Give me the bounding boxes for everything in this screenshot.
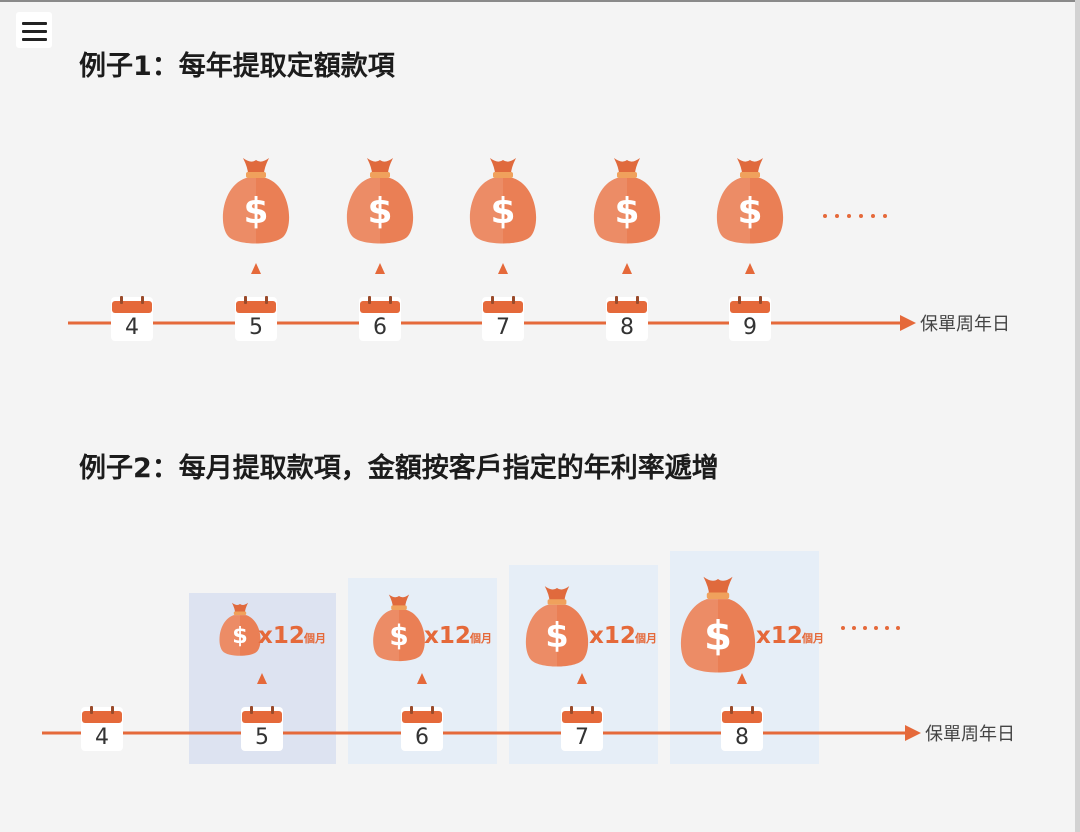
calendar-year-label: 8 — [735, 725, 749, 750]
example1-timeline-diagram: 保單周年日 4 5 6 7 8 9 $ $ $ $ $ — [68, 158, 1010, 341]
arrow-head-icon — [900, 315, 916, 331]
calendar-year-label: 4 — [95, 725, 109, 750]
svg-text:$: $ — [389, 619, 409, 652]
svg-text:$: $ — [232, 623, 248, 649]
up-arrow-icon — [498, 263, 508, 274]
calendar-icon: 8 — [721, 706, 763, 751]
calendar-year-label: 6 — [373, 315, 387, 340]
multiplier-unit-label: 個月 — [801, 631, 824, 645]
multiplier-label: x12 — [589, 623, 636, 649]
multiplier-label: x12 — [258, 623, 305, 649]
calendar-icon: 9 — [729, 296, 771, 341]
money-bag-icon: $ — [525, 586, 589, 667]
up-arrow-icon — [257, 673, 267, 684]
multiplier-unit-label: 個月 — [634, 631, 657, 645]
calendar-year-label: 9 — [743, 315, 757, 340]
example1-title: 例子1：每年提取定額款項 — [79, 51, 395, 82]
svg-text:$: $ — [243, 191, 268, 232]
svg-text:$: $ — [614, 191, 639, 232]
calendar-year-label: 7 — [496, 315, 510, 340]
money-bag-icon: $ — [680, 576, 756, 674]
calendar-icon: 8 — [606, 296, 648, 341]
continuation-dots — [823, 214, 887, 218]
calendar-year-label: 8 — [620, 315, 634, 340]
svg-text:$: $ — [367, 191, 392, 232]
calendar-year-label: 5 — [255, 725, 269, 750]
svg-text:$: $ — [545, 616, 569, 655]
calendar-year-label: 6 — [415, 725, 429, 750]
top-border — [0, 0, 1080, 2]
up-arrow-icon — [251, 263, 261, 274]
calendar-icon: 5 — [241, 706, 283, 751]
up-arrow-icon — [375, 263, 385, 274]
calendar-icon: 6 — [359, 296, 401, 341]
calendar-icon: 4 — [111, 296, 153, 341]
money-bag-icon: $ — [716, 158, 784, 244]
calendar-icon: 6 — [401, 706, 443, 751]
up-arrow-icon — [417, 673, 427, 684]
up-arrow-icon — [737, 673, 747, 684]
svg-text:$: $ — [704, 613, 732, 660]
axis-label: 保單周年日 — [925, 724, 1015, 745]
money-bag-icon: $ — [373, 594, 425, 662]
calendar-icon: 5 — [235, 296, 277, 341]
calendar-icon: 4 — [81, 706, 123, 751]
example2-title: 例子2：每月提取款項，金額按客戶指定的年利率遞增 — [79, 453, 719, 484]
calendar-year-label: 5 — [249, 315, 263, 340]
svg-text:$: $ — [490, 191, 515, 232]
money-bag-icon: $ — [346, 158, 414, 244]
hamburger-menu-icon[interactable] — [16, 12, 52, 48]
calendar-icon: 7 — [482, 296, 524, 341]
axis-label: 保單周年日 — [920, 314, 1010, 335]
continuation-dots — [841, 626, 900, 630]
calendar-icon: 7 — [561, 706, 603, 751]
money-bag-icon: $ — [222, 158, 290, 244]
money-bag-icon: $ — [469, 158, 537, 244]
svg-text:$: $ — [737, 191, 762, 232]
right-border — [1075, 0, 1080, 832]
money-bag-icon: $ — [219, 602, 261, 657]
calendar-year-label: 4 — [125, 315, 139, 340]
arrow-head-icon — [905, 725, 921, 741]
multiplier-unit-label: 個月 — [303, 631, 326, 645]
multiplier-unit-label: 個月 — [469, 631, 492, 645]
calendar-year-label: 7 — [575, 725, 589, 750]
up-arrow-icon — [622, 263, 632, 274]
multiplier-label: x12 — [424, 623, 471, 649]
money-bag-icon: $ — [593, 158, 661, 244]
multiplier-label: x12 — [756, 623, 803, 649]
up-arrow-icon — [577, 673, 587, 684]
up-arrow-icon — [745, 263, 755, 274]
